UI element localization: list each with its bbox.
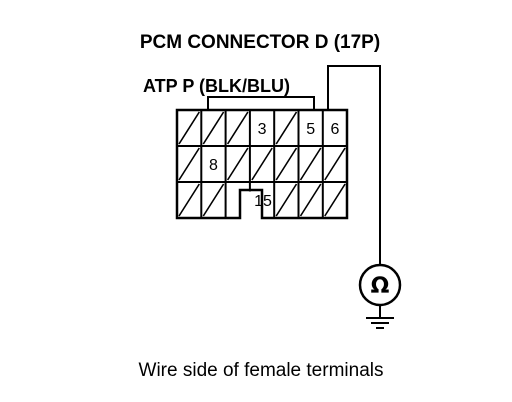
- pin-label-5: 5: [306, 121, 315, 138]
- hatch-mark: [299, 147, 322, 181]
- pin-label-6: 6: [330, 121, 339, 138]
- connector-key-notch: [241, 191, 261, 222]
- hatch-mark: [275, 147, 298, 181]
- ohmmeter: Ω: [358, 263, 402, 307]
- hatch-mark: [299, 183, 322, 217]
- diagram-caption: Wire side of female terminals: [139, 360, 384, 381]
- ground-icon: [366, 305, 394, 329]
- hatch-mark: [202, 183, 225, 217]
- connector-hatching: [178, 111, 346, 222]
- wire-label: ATP P (BLK/BLU): [143, 76, 290, 96]
- connector-cell-grid: [177, 110, 348, 218]
- pin-label-8: 8: [209, 157, 218, 174]
- hatch-mark: [178, 183, 200, 217]
- hatch-mark: [324, 183, 346, 217]
- hatch-mark: [178, 147, 200, 181]
- hatch-mark: [178, 111, 200, 145]
- test-lead-wire: [327, 65, 381, 265]
- diagram-title: PCM CONNECTOR D (17P): [140, 32, 380, 53]
- hatch-mark: [251, 147, 273, 181]
- pin-label-3: 3: [258, 121, 267, 138]
- ohm-symbol: Ω: [371, 274, 390, 299]
- hatch-mark: [275, 111, 298, 145]
- hatch-mark: [226, 111, 249, 145]
- hatch-mark: [324, 147, 346, 181]
- hatch-mark: [202, 111, 225, 145]
- hatch-mark: [226, 147, 249, 181]
- hatch-mark: [275, 183, 298, 217]
- pin-label-15: 15: [254, 193, 272, 210]
- pin-bracket: [207, 96, 315, 110]
